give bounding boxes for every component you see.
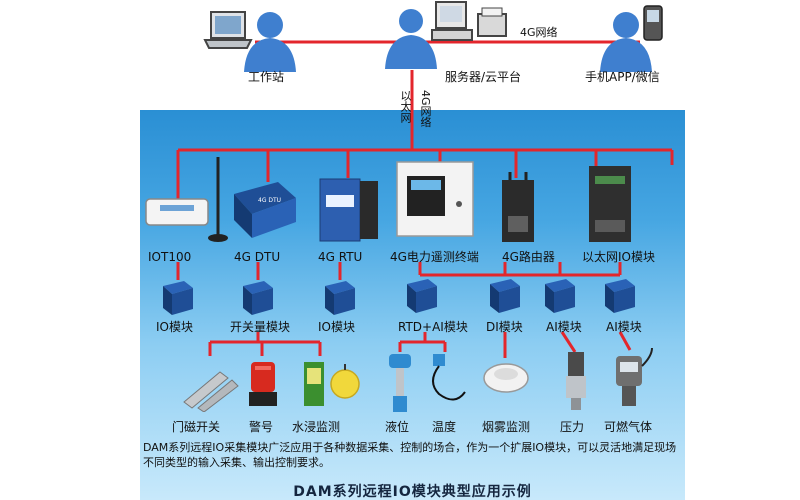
mobile-label: 手机APP/微信 xyxy=(585,70,660,84)
sensor-label-smoke: 烟雾监测 xyxy=(482,420,531,434)
svg-text:4G DTU: 4G DTU xyxy=(258,197,281,204)
sensor-label-temperature: 温度 xyxy=(432,420,457,434)
4g-dtu-device-icon: 4G DTU xyxy=(234,182,296,238)
alarm-siren-icon xyxy=(249,362,277,406)
module-label-1: IO模块 xyxy=(156,320,193,334)
computer-printer-icon xyxy=(431,1,507,41)
sensor-label-pressure: 压力 xyxy=(560,420,585,434)
gateway-label-iot100: IOT100 xyxy=(148,250,192,264)
4g-rtu-device-icon xyxy=(319,178,378,242)
gateway-label-4g-rtu: 4G RTU xyxy=(318,250,363,264)
water-leak-sensor-icon xyxy=(304,362,324,406)
power-telemetry-terminal-icon xyxy=(396,161,474,237)
gateway-label-power-terminal: 4G电力遥测终端 xyxy=(390,250,479,264)
4g-router-device-icon xyxy=(502,172,534,242)
pressure-sensor-icon xyxy=(566,352,586,410)
io-module-icon-5 xyxy=(490,279,520,313)
io-module-icon-2 xyxy=(243,281,273,315)
mobile-phone-icon xyxy=(643,5,663,41)
module-label-7: AI模块 xyxy=(606,320,642,334)
mobile-person-icon xyxy=(600,12,652,72)
gateway-label-4g-dtu: 4G DTU xyxy=(234,250,281,264)
ethernet-label: 以太网 xyxy=(399,90,412,123)
io-module-icon-7 xyxy=(605,279,635,313)
io-module-icon-6 xyxy=(545,279,575,313)
module-label-3: IO模块 xyxy=(318,320,355,334)
4g-network-vertical-label: 4G网络 xyxy=(419,90,432,128)
gateway-label-ethernet-io: 以太网IO模块 xyxy=(582,250,655,264)
water-sensor-probe-icon xyxy=(330,364,360,399)
antenna-icon xyxy=(208,157,228,242)
iot100-device-icon xyxy=(145,198,209,226)
liquid-level-sensor-icon xyxy=(389,354,411,412)
laptop-icon xyxy=(203,11,253,49)
sensor-label-water: 水浸监测 xyxy=(292,420,341,434)
workstation-label: 工作站 xyxy=(248,70,285,84)
gateway-label-4g-router: 4G路由器 xyxy=(502,250,555,264)
sensor-label-gas: 可燃气体 xyxy=(604,420,653,434)
module-label-6: AI模块 xyxy=(546,320,582,334)
temperature-sensor-icon xyxy=(432,354,466,401)
module-label-4: RTD+AI模块 xyxy=(398,320,468,334)
door-magnetic-switch-icon xyxy=(183,371,239,412)
sensor-label-alarm: 警号 xyxy=(249,420,274,434)
workstation-person-icon xyxy=(244,12,296,72)
diagram-caption: DAM系列远程IO模块典型应用示例 xyxy=(293,484,532,500)
ethernet-io-module-device-icon xyxy=(589,166,631,242)
smoke-detector-icon xyxy=(483,363,529,393)
gas-detector-icon xyxy=(616,347,653,406)
io-module-icon-4 xyxy=(407,279,437,313)
io-module-icon-1 xyxy=(163,281,193,315)
4g-network-top-label: 4G网络 xyxy=(520,26,558,39)
sensor-label-door-switch: 门磁开关 xyxy=(172,420,221,434)
sensor-label-level: 液位 xyxy=(385,420,410,434)
server-person-icon xyxy=(385,9,437,69)
module-label-2: 开关量模块 xyxy=(230,320,291,334)
server-label: 服务器/云平台 xyxy=(445,70,522,84)
module-label-5: DI模块 xyxy=(486,320,523,334)
description-text: DAM系列远程IO采集模块广泛应用于各种数据采集、控制的场合，作为一个扩展IO模… xyxy=(143,441,677,469)
io-module-icon-3 xyxy=(325,281,355,315)
